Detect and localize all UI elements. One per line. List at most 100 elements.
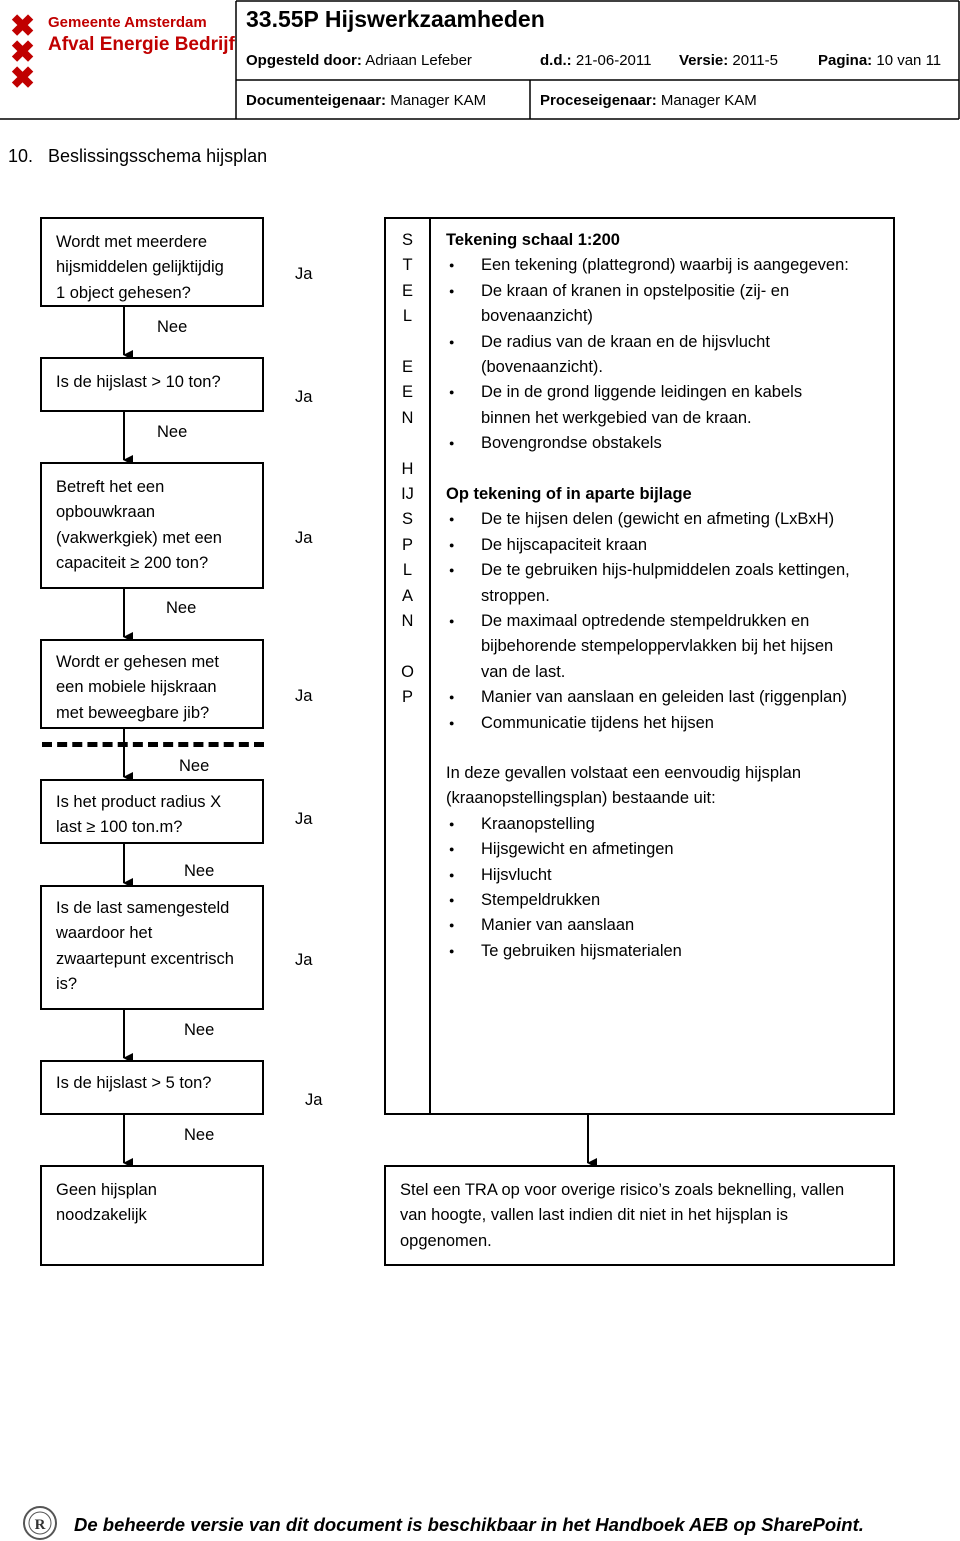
vertical-letter: IJ — [401, 485, 414, 504]
bijlage-title: Op tekening of in aparte bijlage — [446, 485, 692, 504]
item-line: De te hijsen delen (gewicht en afmeting … — [481, 510, 835, 529]
pagina-value: 10 van 11 — [876, 52, 942, 69]
tekening-item: De kraan of kranen in opstelpositie (zij… — [446, 279, 886, 330]
item-line: Een tekening (plattegrond) waarbij is aa… — [481, 256, 849, 275]
vertical-letter — [386, 330, 429, 355]
versie-value: 2011-5 — [732, 52, 778, 69]
result-geen-hijsplan: Geen hijsplan noodzakelijk — [40, 1165, 264, 1266]
opgesteld-value: Adriaan Lefeber — [365, 52, 472, 69]
question-line: Is het product radius X — [56, 793, 222, 811]
ja-label: Ja — [295, 529, 313, 547]
datum: d.d.: 21-06-2011 — [540, 52, 651, 69]
result-line: noodzakelijk — [56, 1206, 147, 1225]
question-box-opbouwkraan: Betreft het een opbouwkraan (vakwerkgiek… — [40, 462, 264, 589]
question-box-hijslast-5: Is de hijslast > 5 ton? — [40, 1060, 264, 1115]
result-tra: Stel een TRA op voor overige risico’s zo… — [384, 1165, 895, 1266]
bijlage-item: De te hijsen delen (gewicht en afmeting … — [446, 507, 886, 533]
bijlage-item: De maximaal optredende stempeldrukken en… — [446, 609, 886, 685]
ja-label: Ja — [295, 265, 313, 283]
item-line: van de last. — [481, 662, 566, 681]
item-line: bijbehorende stempeloppervlakken bij het… — [481, 637, 834, 656]
document-header: ✖✖✖ Gemeente Amsterdam Afval Energie Bed… — [0, 0, 960, 120]
eenvoudig-item: Kraanopstelling — [446, 812, 886, 838]
item-line: (bovenaanzicht). — [481, 358, 603, 377]
result-line: van hoogte, vallen last indien dit niet … — [400, 1206, 788, 1225]
vertical-letter: P — [401, 535, 413, 554]
pagina: Pagina: 10 van 11 — [818, 52, 941, 69]
nee-label: Nee — [184, 1021, 215, 1039]
tekening-title: Tekening schaal 1:200 — [446, 231, 620, 249]
question-line: een mobiele hijskraan — [56, 678, 217, 697]
question-line: 1 object gehesen? — [56, 283, 191, 302]
ja-label: Ja — [295, 951, 313, 969]
versie: Versie: 2011-5 — [679, 52, 778, 69]
question-box-mobiele-hijskraan: Wordt er gehesen met een mobiele hijskra… — [40, 639, 264, 729]
nee-label: Nee — [157, 423, 188, 441]
logo-line-1: Gemeente Amsterdam — [48, 14, 207, 31]
nee-label: Nee — [157, 318, 188, 336]
result-line: opgenomen. — [400, 1231, 492, 1250]
opgesteld-label: Opgesteld door: — [246, 52, 362, 69]
eenvoudig-item: Te gebruiken hijsmaterialen — [446, 939, 886, 965]
tekening-section: Tekening schaal 1:200 Een tekening (plat… — [446, 228, 886, 737]
opgesteld-door: Opgesteld door: Adriaan Lefeber — [246, 52, 472, 69]
question-line: waardoor het — [56, 924, 153, 943]
question-line: Wordt met meerdere — [56, 233, 207, 251]
vertical-letter: O — [401, 662, 414, 681]
ja-label: Ja — [295, 687, 313, 705]
vertical-letter: L — [402, 561, 413, 580]
vertical-letter: N — [401, 612, 414, 631]
question-line: Wordt er gehesen met — [56, 653, 219, 671]
logo-line-2: Afval Energie Bedrijf — [48, 34, 235, 55]
question-line: is? — [56, 975, 78, 994]
eenvoudig-item: Hijsgewicht en afmetingen — [446, 837, 886, 863]
item-line: binnen het werkgebied van de kraan. — [481, 408, 752, 427]
vertical-letter — [386, 431, 429, 456]
question-line: (vakwerkgiek) met een — [56, 528, 222, 547]
bijlage-item: De te gebruiken hijs-hulpmiddelen zoals … — [446, 558, 886, 609]
proceseigenaar-value: Manager KAM — [660, 92, 757, 109]
question-line: Is de hijslast > 5 ton? — [56, 1074, 212, 1092]
question-line: opbouwkraan — [56, 503, 156, 522]
ja-label: Ja — [295, 388, 313, 406]
item-line: Communicatie tijdens het hijsen — [481, 713, 714, 732]
eenvoudig-item: Hijsvlucht — [446, 863, 886, 889]
bijlage-item: Manier van aanslaan en geleiden last (ri… — [446, 685, 886, 711]
item-line: Manier van aanslaan en geleiden last (ri… — [481, 688, 847, 707]
result-line: Geen hijsplan — [56, 1181, 157, 1199]
vertical-letter — [386, 634, 429, 659]
documenteigenaar-label: Documenteigenaar: — [246, 92, 387, 109]
document-title: 33.55P Hijswerkzaamheden — [246, 6, 545, 32]
proceseigenaar: Proceseigenaar: Manager KAM — [540, 92, 757, 109]
dashed-separator — [42, 742, 264, 747]
versie-label: Versie: — [679, 52, 729, 69]
amsterdam-cross-icon: ✖✖✖ — [10, 10, 36, 95]
question-box-hijslast-10: Is de hijslast > 10 ton? — [40, 357, 264, 412]
question-box-last-samengesteld: Is de last samengesteld waardoor het zwa… — [40, 885, 264, 1010]
section-title: 10. Beslissingsschema hijsplan — [8, 146, 268, 166]
result-line: Stel een TRA op voor overige risico’s zo… — [400, 1181, 845, 1199]
vertical-letter: P — [401, 688, 413, 707]
column-divider — [429, 217, 431, 1115]
footer-note: De beheerde versie van dit document is b… — [74, 1514, 864, 1535]
bijlage-item: Communicatie tijdens het hijsen — [446, 711, 886, 737]
nee-label: Nee — [184, 862, 215, 880]
vertical-letter: N — [401, 408, 414, 427]
tekening-item: Een tekening (plattegrond) waarbij is aa… — [446, 253, 886, 279]
vertical-letter: L — [402, 307, 413, 326]
header-grid — [0, 0, 960, 120]
question-box-product-radius: Is het product radius X last ≥ 100 ton.m… — [40, 779, 264, 844]
eenvoudig-item: Manier van aanslaan — [446, 913, 886, 939]
question-line: zwaartepunt excentrisch — [56, 949, 234, 968]
item-line: Bovengrondse obstakels — [481, 434, 662, 453]
item-line: De kraan of kranen in opstelpositie (zij… — [481, 281, 790, 300]
ja-label: Ja — [295, 810, 313, 828]
question-line: Is de hijslast > 10 ton? — [56, 373, 221, 391]
item-line: De te gebruiken hijs-hulpmiddelen zoals … — [481, 561, 850, 580]
nee-label: Nee — [175, 754, 214, 780]
vertical-letter: T — [402, 256, 413, 275]
nee-label: Nee — [166, 599, 197, 617]
vertical-letter: S — [401, 510, 413, 529]
question-line: hijsmiddelen gelijktijdig — [56, 258, 224, 277]
